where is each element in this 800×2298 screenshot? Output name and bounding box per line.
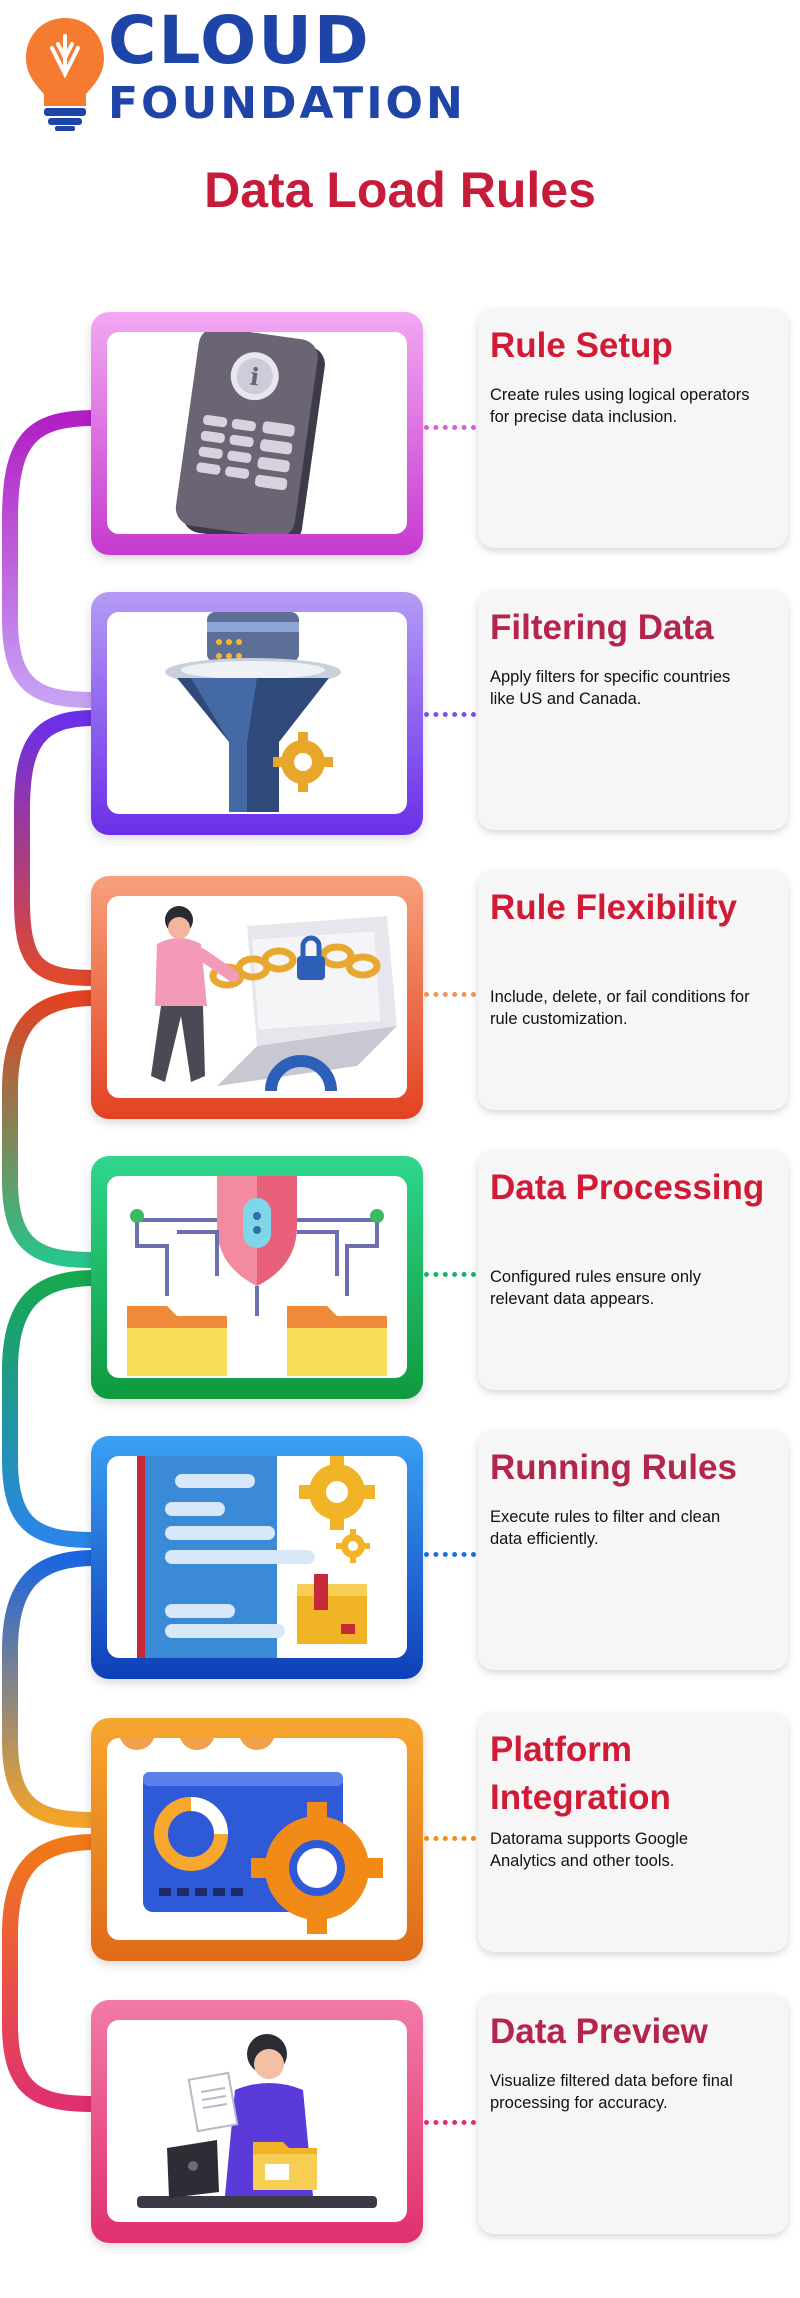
step-3-title: Rule Flexibility: [490, 888, 737, 927]
step-6-connector-dots: [424, 1836, 476, 1846]
step-7-illustration-frame: [91, 2000, 423, 2243]
page-title: Data Load Rules: [204, 162, 596, 218]
step-5-title: Running Rules: [490, 1448, 737, 1487]
step-5-illustration-frame: [91, 1436, 423, 1679]
step-2-description: Apply filters for specific countries lik…: [490, 668, 731, 708]
step-3-connector-dots: [424, 992, 476, 1002]
brand-name-line2: FOUNDATION: [108, 78, 466, 129]
step-1-title: Rule Setup: [490, 326, 673, 365]
step-6-title: Platform Integration: [490, 1730, 671, 1817]
step-2-illustration-frame: [91, 592, 423, 835]
document-gears-icon: [137, 1456, 375, 1658]
step-7-card: Data Preview Visualize filtered data bef…: [478, 1994, 788, 2234]
step-4-illustration-frame: [91, 1156, 423, 1399]
step-1-description: Create rules using logical operators for…: [490, 386, 750, 426]
step-1-illustration-frame: i: [91, 312, 423, 555]
lightbulb-logo-icon: [26, 18, 104, 131]
step-5-description: Execute rules to filter and clean data e…: [490, 1508, 721, 1548]
svg-text:i: i: [248, 362, 261, 392]
shield-folders-icon: [127, 1176, 387, 1376]
step-6-illustration-frame: [91, 1718, 423, 1961]
chain-lock-laptop-icon: [151, 906, 397, 1092]
step-4-description: Configured rules ensure only relevant da…: [490, 1268, 701, 1308]
step-3-description: Include, delete, or fail conditions for …: [490, 988, 750, 1028]
brand-name-line1: CLOUD: [108, 2, 371, 79]
step-6-card: Platform Integration Datorama supports G…: [478, 1712, 788, 1952]
step-4-title: Data Processing: [490, 1168, 765, 1207]
step-6-description: Datorama supports Google Analytics and o…: [490, 1830, 689, 1870]
step-5-card: Running Rules Execute rules to filter an…: [478, 1430, 788, 1670]
step-4-card: Data Processing Configured rules ensure …: [478, 1150, 788, 1390]
step-3-illustration-frame: [91, 876, 423, 1119]
step-2-title: Filtering Data: [490, 608, 714, 647]
step-3-card: Rule Flexibility Include, delete, or fai…: [478, 870, 788, 1110]
database-funnel-icon: [165, 612, 341, 812]
person-laptop-folder-icon: [137, 2034, 377, 2208]
phone-info-icon: i: [175, 332, 325, 534]
step-7-connector-dots: [424, 2120, 476, 2130]
step-7-title: Data Preview: [490, 2012, 708, 2051]
step-2-connector-dots: [424, 712, 476, 722]
step-4-connector-dots: [424, 1272, 476, 1282]
step-1-connector-dots: [424, 425, 476, 435]
dashboard-gear-icon: [120, 1738, 383, 1934]
step-5-connector-dots: [424, 1552, 476, 1562]
step-7-description: Visualize filtered data before final pro…: [490, 2072, 733, 2112]
step-1-card: Rule Setup Create rules using logical op…: [478, 308, 788, 548]
step-2-card: Filtering Data Apply filters for specifi…: [478, 590, 788, 830]
